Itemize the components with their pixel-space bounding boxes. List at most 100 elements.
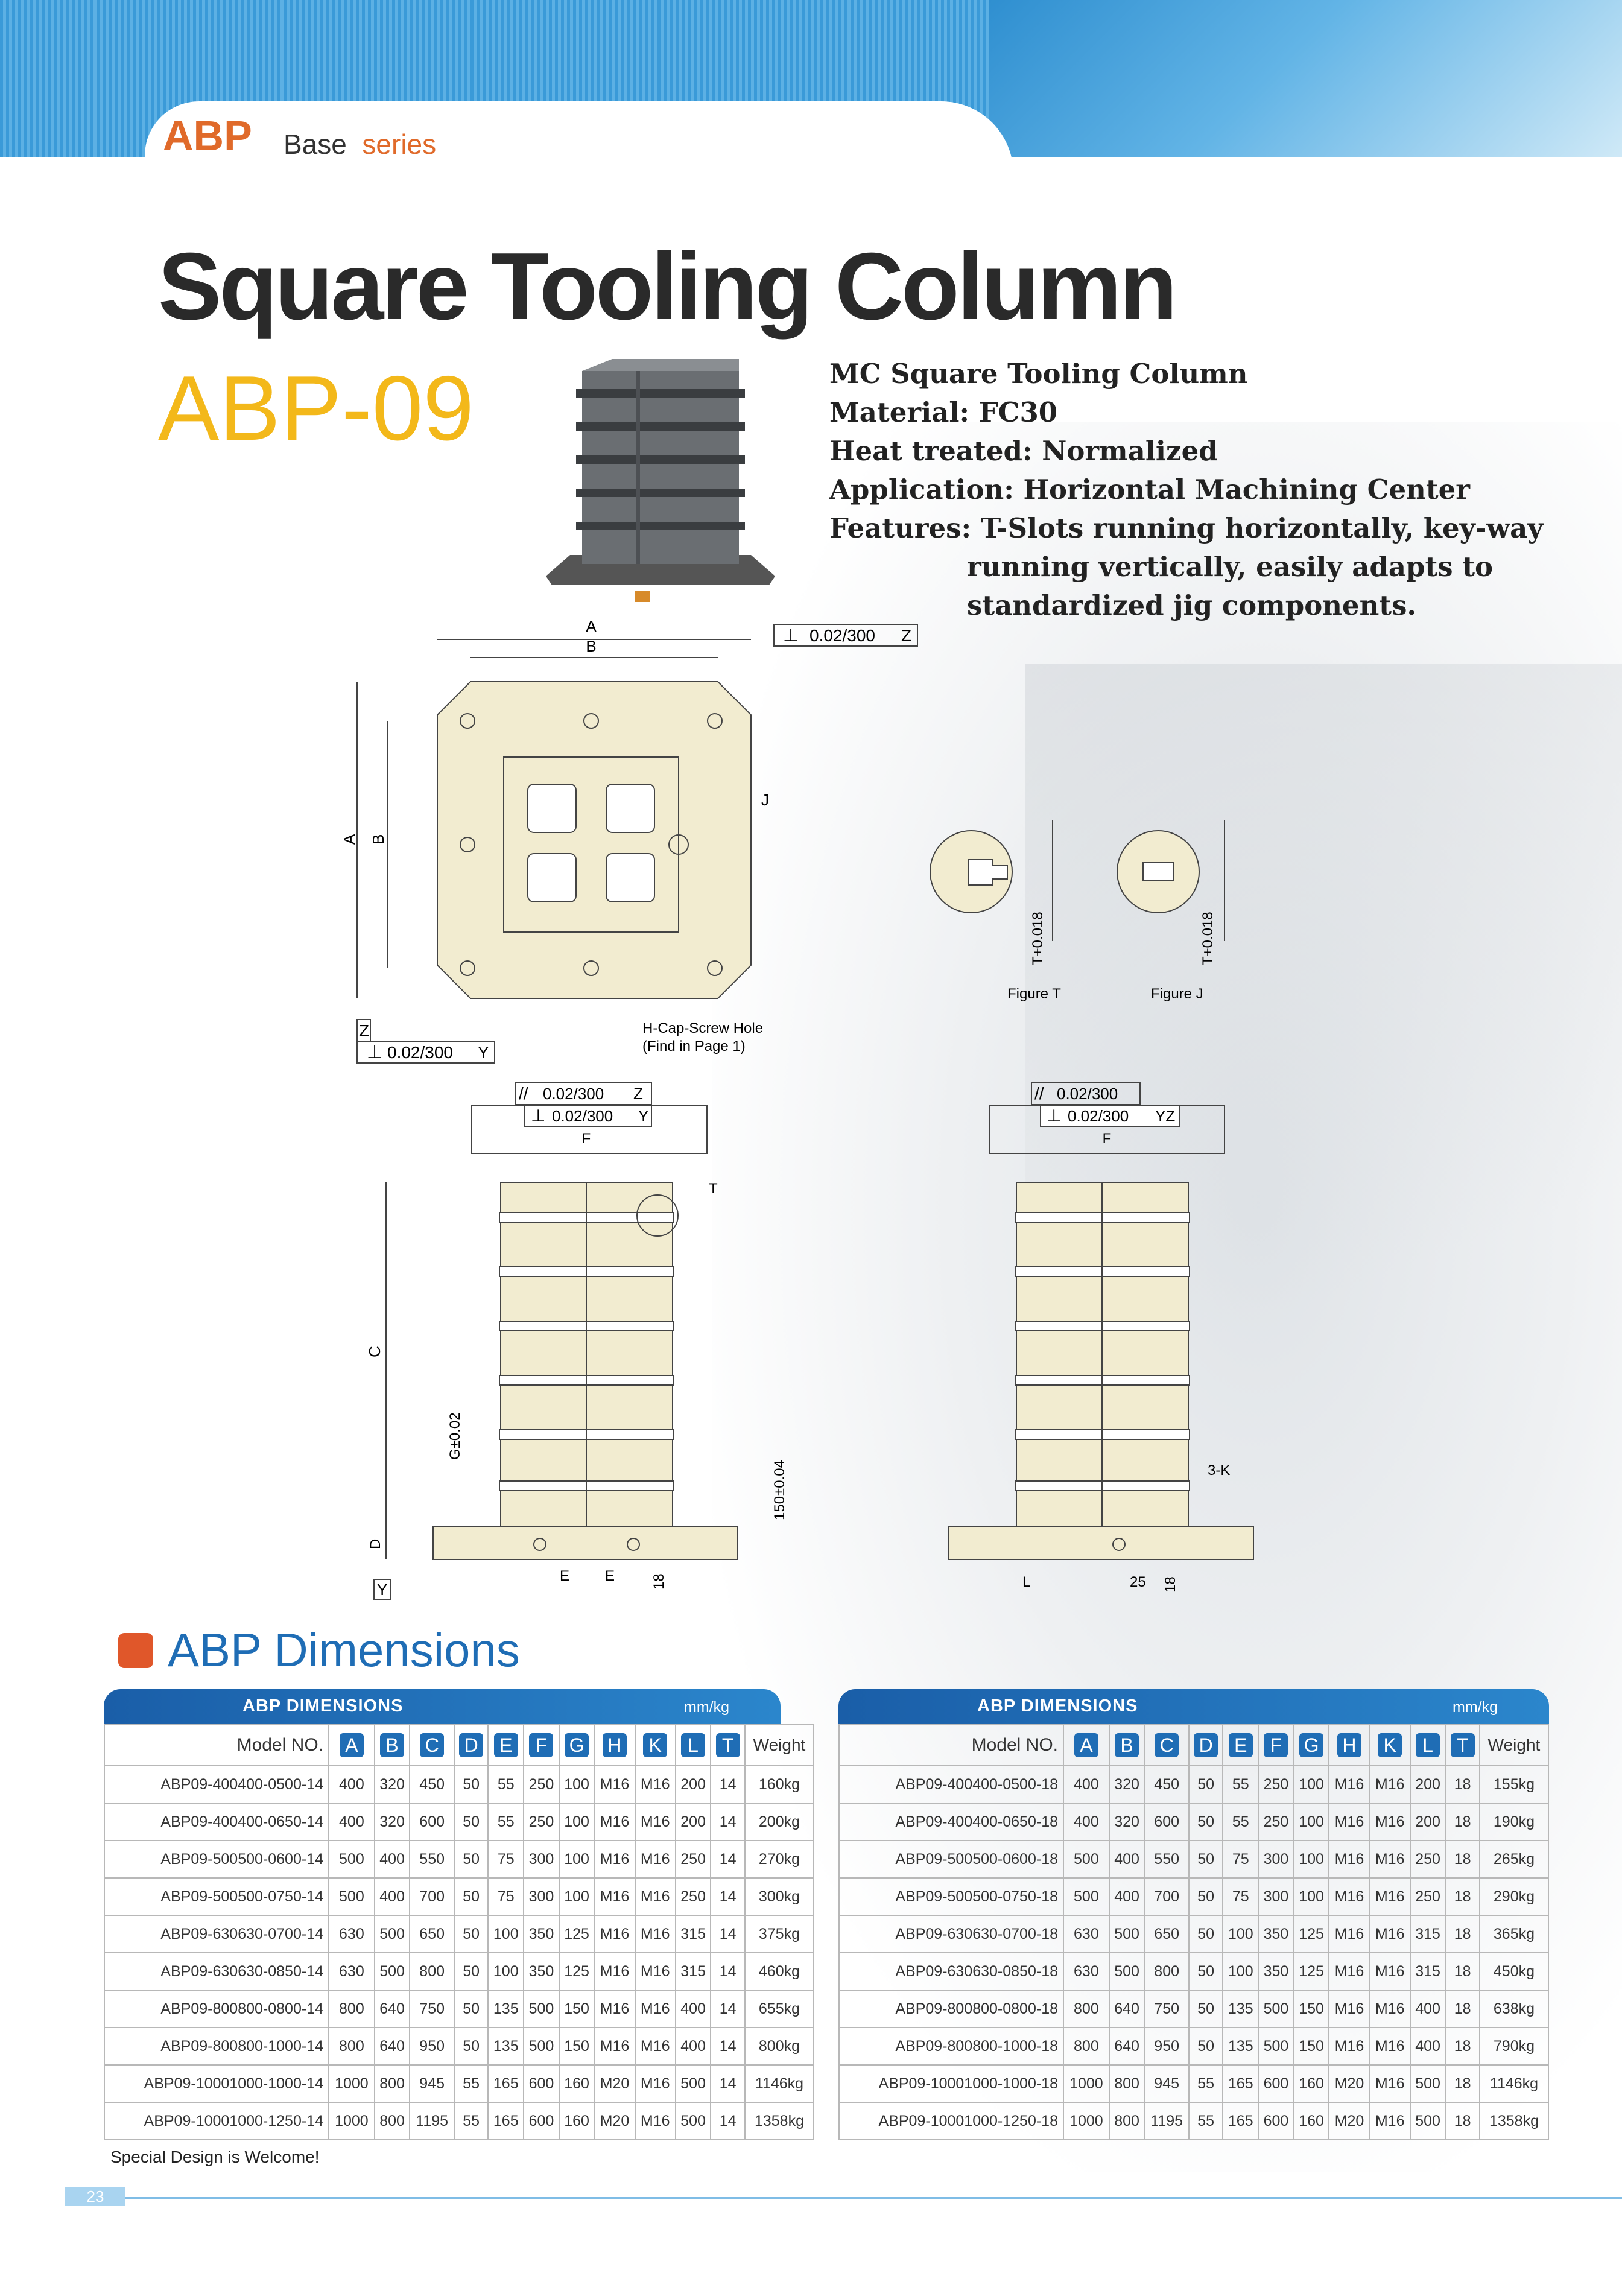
- table-cell: 50: [1188, 1765, 1224, 1804]
- table-cell: 655kg: [744, 1990, 815, 2028]
- table-cell: 50: [453, 1952, 489, 1991]
- table-cell: 450: [1144, 1765, 1190, 1804]
- dim-l-label: L: [1022, 1574, 1030, 1590]
- table-cell: 55: [487, 1803, 525, 1841]
- table-title: ABP DIMENSIONS: [242, 1696, 404, 1716]
- header-k: K: [634, 1724, 676, 1766]
- header-d: D: [453, 1724, 489, 1766]
- table-cell: 800: [1063, 2027, 1110, 2066]
- table-cell: 265kg: [1478, 1840, 1550, 1879]
- table-unit: mm/kg: [684, 1699, 729, 1716]
- table-cell: 800: [373, 2064, 411, 2103]
- table-cell: M16: [634, 1877, 676, 1916]
- table-cell: 160: [558, 2064, 595, 2103]
- table-cell: 800: [1063, 1990, 1110, 2028]
- table-cell: 165: [1222, 2102, 1259, 2140]
- table-cell: 640: [373, 2027, 411, 2066]
- figure-t-caption: Figure T: [1007, 986, 1061, 1002]
- table-cell: 50: [453, 1765, 489, 1804]
- photo-column: [582, 371, 739, 564]
- table-cell: M20: [594, 2102, 636, 2140]
- header-c: C: [1144, 1724, 1190, 1766]
- model-cell: ABP09-630630-0850-14: [104, 1952, 329, 1991]
- table-cell: M16: [594, 1952, 636, 1991]
- side-view: [948, 1082, 1254, 1560]
- model-cell: ABP09-10001000-1250-14: [104, 2102, 329, 2140]
- table-cell: 125: [1293, 1915, 1330, 1953]
- table-cell: 165: [1222, 2064, 1259, 2103]
- header-h: H: [1328, 1724, 1370, 1766]
- table-cell: 55: [1188, 2102, 1224, 2140]
- table-cell: M16: [1328, 2027, 1370, 2066]
- table-title-bar-left: ABP DIMENSIONS mm/kg: [104, 1689, 781, 1724]
- header-model: Model NO.: [838, 1724, 1064, 1766]
- model-cell: ABP09-800800-1000-18: [838, 2027, 1064, 2066]
- spec-line: Material: FC30: [829, 396, 1058, 428]
- tol-t-label: T+0.018: [1030, 912, 1046, 965]
- header-d: D: [1188, 1724, 1224, 1766]
- table-cell: M16: [594, 1877, 636, 1916]
- datum-y: Y: [478, 1043, 489, 1062]
- table-cell: 500: [373, 1952, 411, 1991]
- table-cell: M16: [1369, 1990, 1411, 2028]
- header-g: G: [1293, 1724, 1330, 1766]
- table-cell: 250: [523, 1803, 560, 1841]
- table-cell: 450: [409, 1765, 455, 1804]
- table-cell: M16: [1328, 1952, 1370, 1991]
- datum-y: Y: [638, 1107, 648, 1125]
- table-cell: 400: [373, 1840, 411, 1879]
- dimensions-icon: [118, 1633, 153, 1668]
- model-cell: ABP09-400400-0500-14: [104, 1765, 329, 1804]
- table-cell: 250: [1258, 1803, 1294, 1841]
- table-cell: 14: [710, 1877, 746, 1916]
- table-cell: 640: [373, 1990, 411, 2028]
- table-cell: 300: [523, 1877, 560, 1916]
- table-cell: M20: [1328, 2064, 1370, 2103]
- table-cell: 500: [373, 1915, 411, 1953]
- table-cell: 790kg: [1478, 2027, 1550, 2066]
- dimensions-table-left: Model NO. A B C D E F G H K L T Weight A…: [104, 1724, 815, 2140]
- table-cell: 640: [1108, 1990, 1145, 2028]
- header-h: H: [594, 1724, 636, 1766]
- tol-value: 0.02/300: [387, 1043, 453, 1062]
- table-cell: 800: [328, 1990, 375, 2028]
- table-cell: 50: [1188, 1915, 1224, 1953]
- datum-y-box: [373, 1579, 391, 1600]
- table-cell: M16: [594, 2027, 636, 2066]
- table-cell: M16: [634, 2102, 676, 2140]
- table-cell: 800: [373, 2102, 411, 2140]
- table-cell: 1146kg: [1478, 2064, 1550, 2103]
- table-cell: 55: [1188, 2064, 1224, 2103]
- model-cell: ABP09-500500-0750-14: [104, 1877, 329, 1916]
- table-cell: M16: [1328, 1840, 1370, 1879]
- table-cell: 100: [558, 1803, 595, 1841]
- table-cell: 638kg: [1478, 1990, 1550, 2028]
- table-cell: 75: [1222, 1877, 1259, 1916]
- table-cell: 100: [558, 1840, 595, 1879]
- table-cell: 100: [1293, 1765, 1330, 1804]
- table-cell: 400: [674, 1990, 712, 2028]
- tol-value: 0.02/300: [809, 626, 875, 645]
- dim-c-label: C: [366, 1346, 384, 1357]
- table-cell: 100: [487, 1952, 525, 1991]
- tol-value: 0.02/300: [543, 1085, 604, 1103]
- table-cell: 200: [674, 1803, 712, 1841]
- table-cell: 250: [1409, 1877, 1446, 1916]
- table-cell: 500: [1063, 1840, 1110, 1879]
- spec-line: Heat treated: Normalized: [829, 435, 1218, 467]
- table-cell: 18: [1445, 1840, 1480, 1879]
- table-cell: 135: [487, 1990, 525, 2028]
- table-cell: 14: [710, 1840, 746, 1879]
- table-cell: 18: [1445, 1765, 1480, 1804]
- table-cell: 150: [1293, 1990, 1330, 2028]
- model-cell: ABP09-400400-0650-14: [104, 1803, 329, 1841]
- model-cell: ABP09-10001000-1000-18: [838, 2064, 1064, 2103]
- special-design-note: Special Design is Welcome!: [110, 2148, 320, 2166]
